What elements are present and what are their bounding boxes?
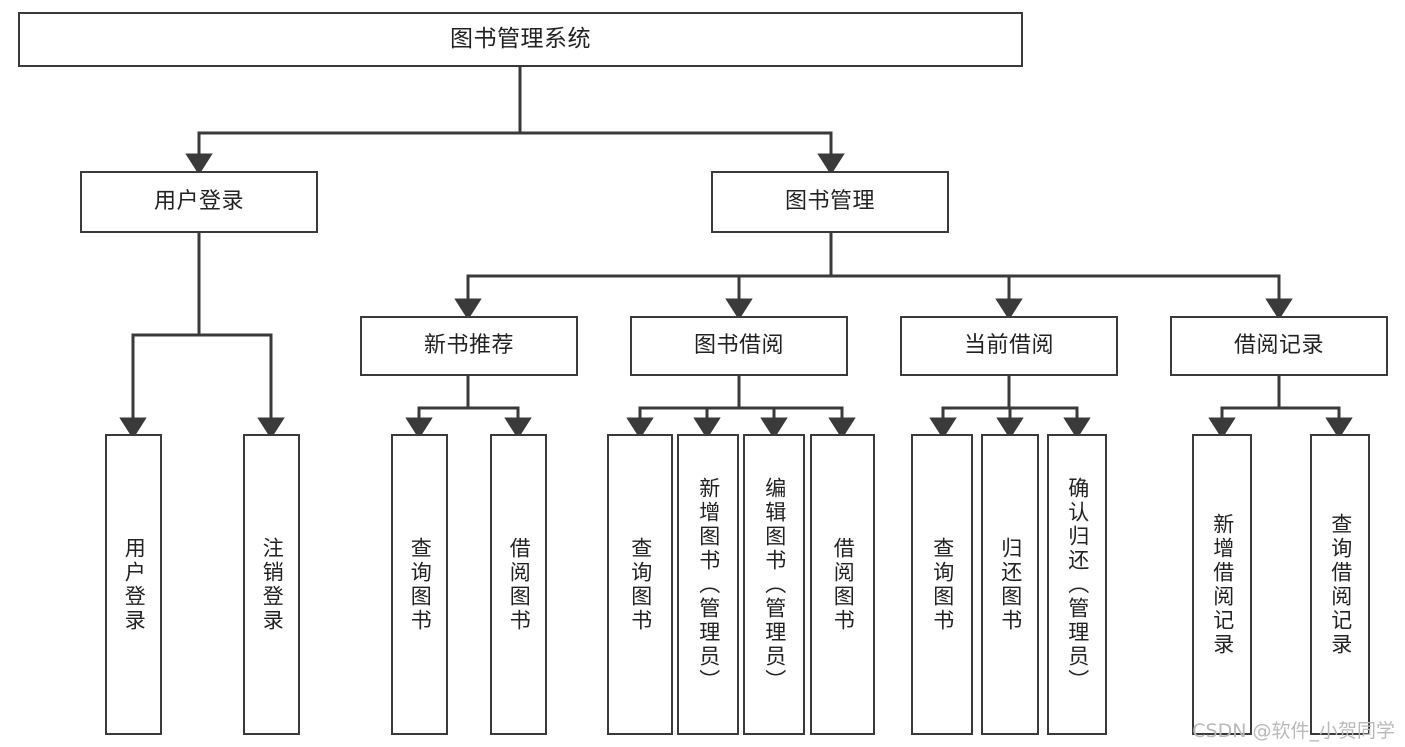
node-label-book-management: 图书管理 [784, 188, 875, 214]
leaf-borrow-add-book-admin[interactable]: 新增图书（管理员） [677, 434, 739, 735]
leaf-label-borrow-borrow-book: 借阅图书 [831, 536, 856, 633]
node-borrow-record[interactable]: 借阅记录 [1170, 316, 1388, 376]
leaf-label-record-query: 查询借阅记录 [1328, 512, 1353, 657]
leaf-record-add[interactable]: 新增借阅记录 [1192, 434, 1252, 735]
leaf-record-query[interactable]: 查询借阅记录 [1310, 434, 1370, 735]
leaf-borrow-query[interactable]: 查询图书 [607, 434, 673, 735]
node-root-system[interactable]: 图书管理系统 [18, 12, 1023, 67]
node-current-borrow[interactable]: 当前借阅 [900, 316, 1118, 376]
node-new-book-recommend[interactable]: 新书推荐 [360, 316, 578, 376]
leaf-current-query[interactable]: 查询图书 [911, 434, 973, 735]
leaf-label-new-book-query: 查询图书 [408, 536, 433, 633]
leaf-label-record-add: 新增借阅记录 [1210, 512, 1235, 657]
leaf-label-current-query: 查询图书 [930, 536, 955, 633]
node-label-new-book-recommend: 新书推荐 [423, 332, 514, 358]
leaf-label-new-book-borrow: 借阅图书 [507, 536, 532, 633]
leaf-label-user-login-signout: 注销登录 [260, 536, 285, 633]
csdn-watermark: CSDN @软件_小贺同学 [1192, 720, 1395, 742]
leaf-label-current-confirm-return-admin: 确认归还（管理员） [1065, 476, 1090, 693]
leaf-label-borrow-query: 查询图书 [628, 536, 653, 633]
leaf-label-borrow-edit-book-admin: 编辑图书（管理员） [762, 476, 787, 693]
leaf-borrow-borrow-book[interactable]: 借阅图书 [810, 434, 875, 735]
node-user-login[interactable]: 用户登录 [80, 171, 318, 233]
leaf-user-login-signout[interactable]: 注销登录 [243, 434, 300, 735]
node-label-current-borrow: 当前借阅 [963, 332, 1054, 358]
node-book-management[interactable]: 图书管理 [711, 171, 949, 233]
leaf-label-current-return: 归还图书 [998, 536, 1023, 633]
leaf-new-book-borrow[interactable]: 借阅图书 [490, 434, 547, 735]
leaf-user-login-signin[interactable]: 用户登录 [105, 434, 162, 735]
node-book-borrow[interactable]: 图书借阅 [630, 316, 848, 376]
node-label-user-login: 用户登录 [153, 188, 244, 214]
node-label-root: 图书管理系统 [450, 25, 591, 52]
leaf-label-borrow-add-book-admin: 新增图书（管理员） [696, 476, 721, 693]
leaf-borrow-edit-book-admin[interactable]: 编辑图书（管理员） [743, 434, 805, 735]
leaf-label-user-login-signin: 用户登录 [122, 536, 147, 633]
leaf-current-return[interactable]: 归还图书 [981, 434, 1039, 735]
node-label-borrow-record: 借阅记录 [1233, 332, 1324, 358]
node-label-book-borrow: 图书借阅 [693, 332, 784, 358]
leaf-current-confirm-return-admin[interactable]: 确认归还（管理员） [1047, 434, 1107, 735]
leaf-new-book-query[interactable]: 查询图书 [391, 434, 448, 735]
